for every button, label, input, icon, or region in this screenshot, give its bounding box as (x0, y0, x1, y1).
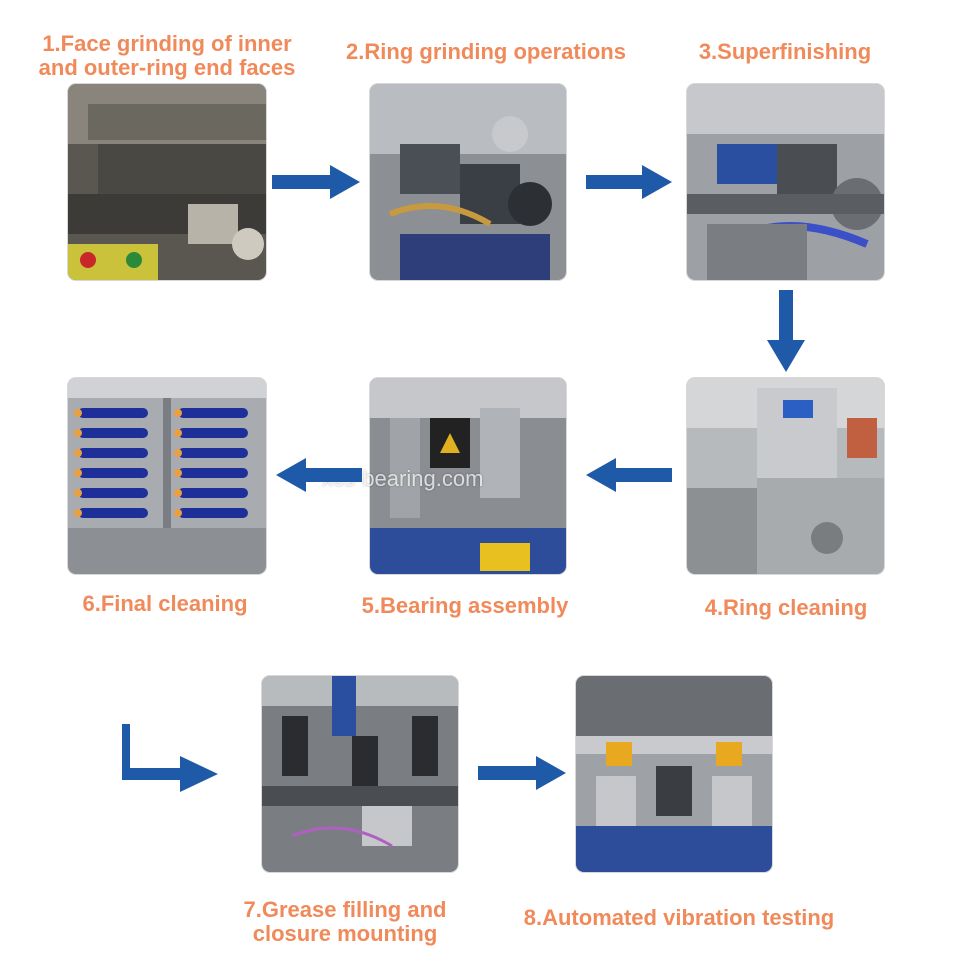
step-3-label: 3.Superfinishing (698, 39, 872, 64)
arrow-step2-to-step3 (586, 165, 672, 199)
arrow-step3-to-step4 (767, 290, 805, 372)
step-2-photo (370, 84, 566, 280)
arrow-step5-to-step6 (276, 458, 362, 492)
arrow-step4-to-step5 (586, 458, 672, 492)
step-1-label: 1.Face grinding of inner and outer-ring … (38, 31, 296, 80)
step-6-photo (68, 378, 266, 574)
arrow-step7-to-step8 (478, 756, 566, 790)
step-2-label: 2.Ring grinding operations (346, 39, 626, 64)
step-6-label: 6.Final cleaning (82, 591, 248, 616)
step-1-photo (68, 84, 266, 280)
step-7-photo (262, 676, 458, 872)
arrow-step1-to-step2 (272, 165, 360, 199)
step-4-label: 4.Ring cleaning (704, 595, 868, 620)
step-8-label: 8.Automated vibration testing (523, 905, 835, 930)
step-8-photo (576, 676, 772, 872)
step-5-photo (370, 378, 566, 574)
step-3-photo (687, 84, 884, 280)
arrow-step6-to-step7 (122, 724, 218, 796)
step-4-photo (687, 378, 884, 574)
step-5-label: 5.Bearing assembly (361, 593, 569, 618)
step-7-label: 7.Grease filling and closure mounting (243, 897, 447, 946)
